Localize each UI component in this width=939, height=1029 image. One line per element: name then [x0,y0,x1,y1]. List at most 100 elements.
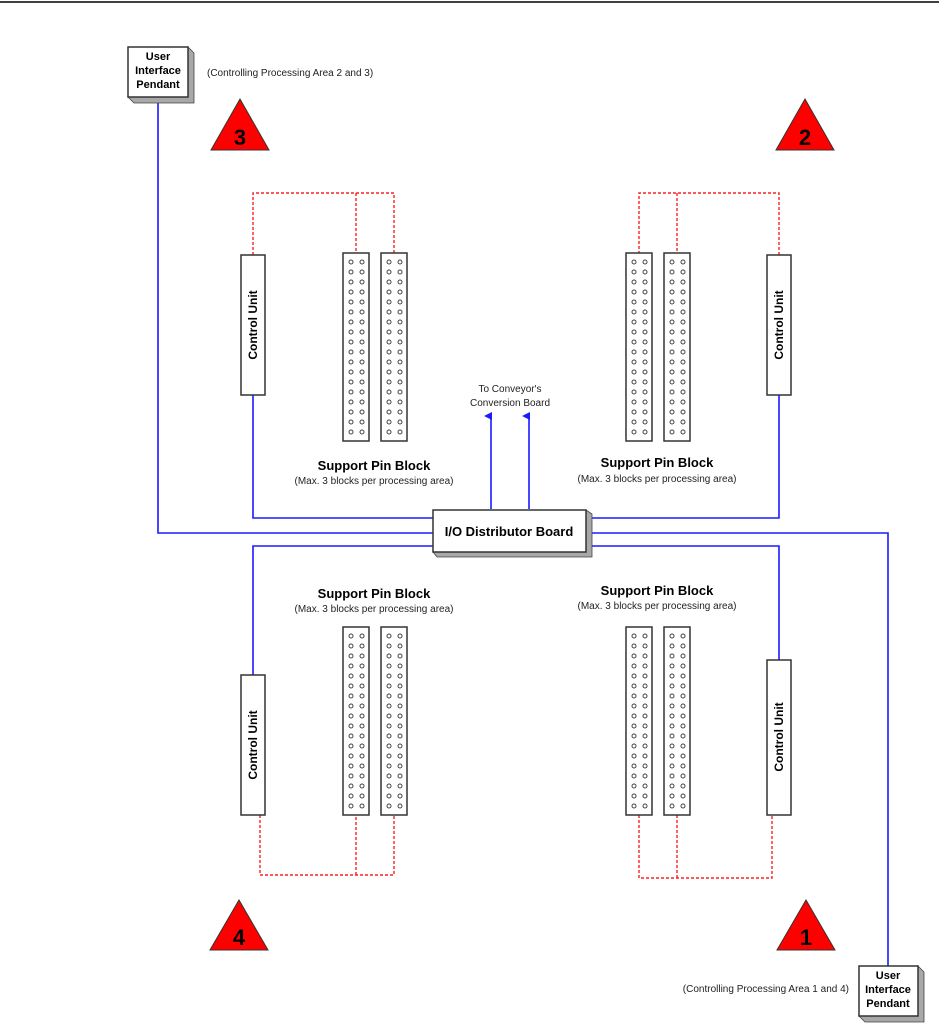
pin-hole [359,299,365,305]
pin-hole [359,429,365,435]
pin-hole [642,783,648,789]
area2-pin-link [638,192,780,255]
pin-hole [669,379,675,385]
pin-hole [669,703,675,709]
pin-hole [669,339,675,345]
support-pin-block [380,252,408,442]
pin-hole [386,409,392,415]
pin-hole [642,359,648,365]
pin-hole [348,399,354,405]
area-marker-3: 3 [210,97,270,151]
pin-hole [397,269,403,275]
pin-hole [680,429,686,435]
pin-hole [642,663,648,669]
pin-hole [631,309,637,315]
pin-hole [669,289,675,295]
pin-hole [386,643,392,649]
pin-hole [680,379,686,385]
support-pin-block [342,626,370,816]
pin-hole [680,369,686,375]
pin-hole [359,309,365,315]
pin-hole [642,399,648,405]
pin-block-note-area2: (Max. 3 blocks per processing area) [578,474,737,485]
pin-hole [386,743,392,749]
pin-hole [386,793,392,799]
pin-hole [642,653,648,659]
pin-hole [631,389,637,395]
pin-hole [680,419,686,425]
pin-hole [397,279,403,285]
control-unit-area2: Control Unit [766,254,792,396]
pin-hole [680,793,686,799]
pin-hole [631,399,637,405]
pin-hole [397,713,403,719]
pin-hole [669,693,675,699]
pin-hole [359,369,365,375]
pin-hole [680,309,686,315]
pin-hole [631,369,637,375]
pin-hole [631,633,637,639]
pin-hole [642,793,648,799]
pin-hole [397,663,403,669]
pin-hole [631,653,637,659]
pin-hole [348,409,354,415]
pin-hole [359,379,365,385]
pin-hole [386,773,392,779]
pin-hole [642,419,648,425]
control-unit-label: Control Unit [772,290,786,359]
pin-hole [397,773,403,779]
pin-hole [386,309,392,315]
control-unit-area4: Control Unit [240,674,266,816]
pin-hole [397,783,403,789]
pin-hole [386,389,392,395]
pin-hole [680,389,686,395]
pin-hole [669,419,675,425]
pin-hole [359,279,365,285]
pin-hole [386,783,392,789]
distributor-label: I/O Distributor Board [445,524,574,539]
pin-hole [397,369,403,375]
pin-hole [642,269,648,275]
pin-hole [359,653,365,659]
pin-hole [397,633,403,639]
pin-hole [669,653,675,659]
pin-block-note-area3: (Max. 3 blocks per processing area) [295,476,454,487]
pendant-label-line: Pendant [136,79,180,91]
pin-hole [669,663,675,669]
pin-hole [386,259,392,265]
pin-links [252,192,780,879]
pin-hole [386,329,392,335]
pin-hole [669,673,675,679]
pin-hole [631,339,637,345]
pin-hole [669,793,675,799]
pin-hole [359,803,365,809]
pin-hole [680,663,686,669]
pin-hole [669,259,675,265]
pin-hole [359,399,365,405]
pin-hole [386,703,392,709]
pin-hole [680,693,686,699]
pin-hole [397,379,403,385]
pin-hole [386,733,392,739]
pin-hole [348,379,354,385]
pin-hole [348,289,354,295]
pin-hole [642,309,648,315]
pin-hole [680,743,686,749]
pin-hole [397,643,403,649]
pin-hole [348,359,354,365]
pin-hole [642,733,648,739]
pin-hole [386,429,392,435]
pin-hole [631,763,637,769]
pin-hole [680,349,686,355]
area-marker-4: 4 [209,899,269,951]
pin-hole [642,379,648,385]
pin-hole [680,633,686,639]
pin-hole [669,309,675,315]
pin-hole [669,753,675,759]
pin-hole [386,359,392,365]
pin-hole [631,299,637,305]
pin-hole [642,633,648,639]
pin-hole [359,359,365,365]
pin-hole [397,733,403,739]
